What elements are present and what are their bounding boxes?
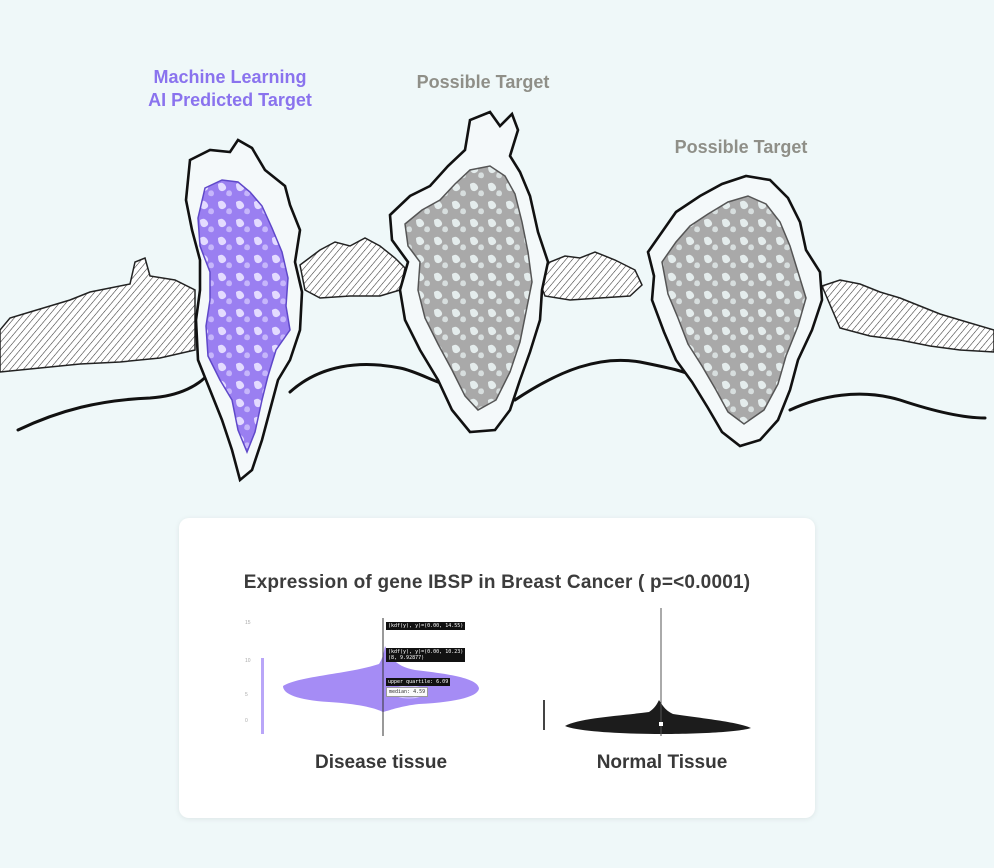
membrane-segment-mid-right xyxy=(534,251,643,301)
membrane-segment-left xyxy=(0,256,196,373)
chart-title: Expression of gene IBSP in Breast Cancer… xyxy=(243,572,751,593)
violin-normal xyxy=(543,608,751,736)
tooltip-upper-line1: (kdf(y), y)=(0.00, 10.23) xyxy=(388,649,464,655)
gene-expression-card: Expression of gene IBSP in Breast Cancer… xyxy=(179,518,815,818)
membrane-segment-right xyxy=(820,279,994,353)
violin-disease-shape xyxy=(283,646,479,712)
normal-side-marks xyxy=(543,700,545,730)
y-axis: 15 10 5 0 xyxy=(245,620,264,734)
y-tick-5: 5 xyxy=(245,692,248,698)
tooltip-upper-line2: (8, 9.92877) xyxy=(388,655,425,661)
protein-target-3-body xyxy=(661,195,807,425)
tooltip-upper-quartile: upper quartile: 6.09 xyxy=(386,678,451,686)
normal-tissue-label: Normal Tissue xyxy=(596,752,728,773)
protein-membrane-illustration xyxy=(0,110,994,483)
possible-target-label-2: Possible Target xyxy=(416,72,550,92)
ai-predicted-target-label: Machine Learning AI Predicted Target xyxy=(130,66,330,112)
violin-plot: 15 10 5 0 xyxy=(245,608,751,736)
protein-ai-predicted-body xyxy=(197,179,291,454)
violin-normal-shape xyxy=(565,700,751,734)
ai-predicted-target-label-line2: AI Predicted Target xyxy=(148,90,312,110)
tooltip-median: median: 4.59 xyxy=(386,687,429,697)
protein-target-2-body xyxy=(404,165,533,411)
membrane-lower-line xyxy=(16,358,987,432)
ai-predicted-target-label-line1: Machine Learning xyxy=(153,67,307,87)
possible-target-label-3: Possible Target xyxy=(674,137,808,157)
y-tick-10: 10 xyxy=(245,658,251,664)
disease-tissue-label: Disease tissue xyxy=(314,752,448,773)
violin-normal-median xyxy=(659,722,663,726)
y-tick-15: 15 xyxy=(245,620,251,626)
y-axis-bar xyxy=(261,658,264,734)
membrane-segment-mid-left xyxy=(299,237,406,299)
violin-disease xyxy=(283,618,479,736)
tooltip-upper: (kdf(y), y)=(0.00, 10.23) (8, 9.92877) xyxy=(386,648,466,662)
y-tick-0: 0 xyxy=(245,718,248,724)
tooltip-max: (kdf(y), y)=(0.00, 14.55) xyxy=(386,622,466,630)
